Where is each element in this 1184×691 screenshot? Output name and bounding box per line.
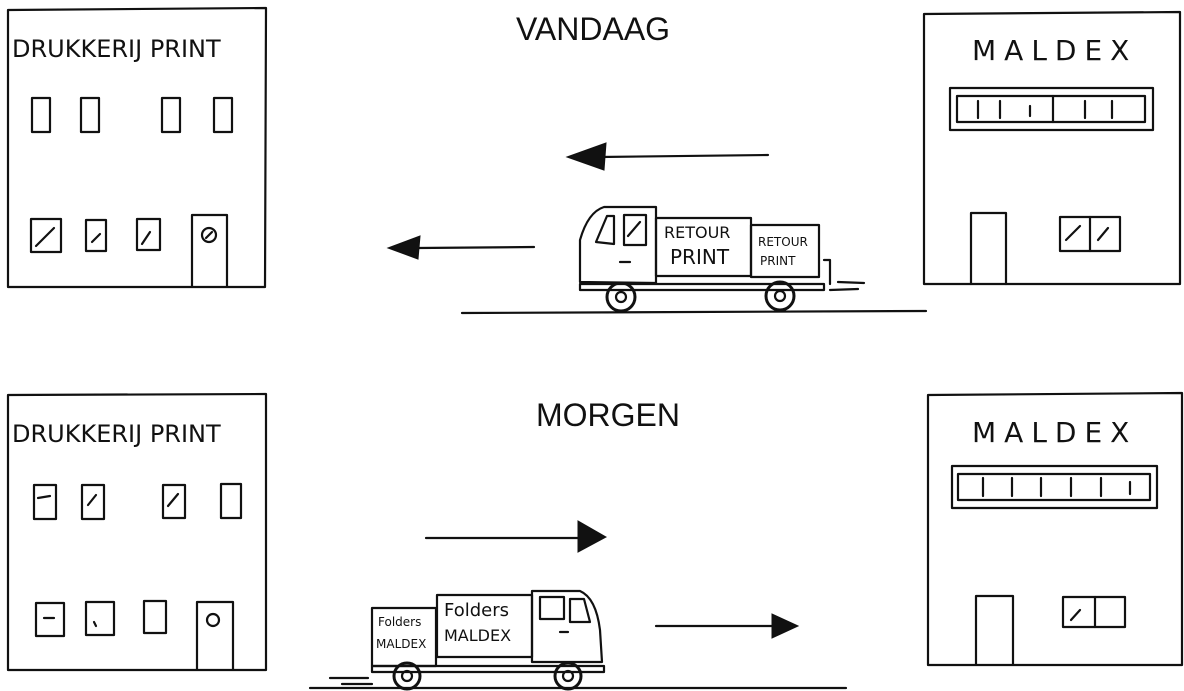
client-building-tomorrow: MALDEX bbox=[926, 391, 1184, 667]
arrow-right-lower-tomorrow bbox=[654, 613, 800, 639]
shop-window-today bbox=[948, 86, 1155, 132]
arrow-left-lower-today bbox=[386, 235, 536, 260]
printer-sign-tomorrow: DRUKKERIJ PRINT bbox=[12, 420, 221, 448]
client-sign-tomorrow: MALDEX bbox=[972, 416, 1137, 449]
client-building-today: MALDEX bbox=[922, 10, 1182, 286]
truck-label-front-1-tomorrow: Folders bbox=[444, 600, 509, 621]
truck-today: RETOUR PRINT RETOUR PRINT bbox=[578, 205, 866, 313]
printer-sign-today: DRUKKERIJ PRINT bbox=[12, 35, 221, 63]
truck-label-front-2-today: PRINT bbox=[670, 245, 730, 269]
truck-label-back-1-today: RETOUR bbox=[758, 235, 808, 249]
arrow-right-upper-tomorrow bbox=[424, 520, 608, 553]
truck-label-front-2-tomorrow: MALDEX bbox=[444, 626, 511, 645]
title-tomorrow: MORGEN bbox=[536, 397, 680, 433]
windows-upper-today bbox=[30, 96, 234, 134]
printer-building-today: DRUKKERIJ PRINT bbox=[6, 6, 268, 289]
door-tomorrow bbox=[195, 600, 235, 671]
door-client-tomorrow bbox=[974, 594, 1015, 666]
window-client-today bbox=[1058, 215, 1122, 253]
printer-building-tomorrow: DRUKKERIJ PRINT bbox=[6, 392, 268, 672]
window-client-tomorrow bbox=[1061, 595, 1127, 629]
truck-tomorrow: Folders MALDEX Folders MALDEX bbox=[328, 589, 606, 691]
windows-lower-tomorrow bbox=[34, 599, 168, 638]
truck-label-back-1-tomorrow: Folders bbox=[378, 615, 421, 629]
title-today: VANDAAG bbox=[516, 11, 670, 47]
windows-upper-tomorrow bbox=[32, 482, 243, 521]
shop-window-tomorrow bbox=[950, 464, 1159, 510]
door-today bbox=[190, 213, 229, 288]
truck-label-front-1-today: RETOUR bbox=[664, 223, 730, 242]
road-today bbox=[460, 309, 928, 315]
truck-label-back-2-today: PRINT bbox=[760, 254, 796, 268]
truck-label-back-2-tomorrow: MALDEX bbox=[376, 637, 426, 651]
arrow-left-upper-today bbox=[565, 142, 770, 171]
windows-lower-today bbox=[29, 217, 162, 254]
client-sign-today: MALDEX bbox=[972, 34, 1137, 67]
door-client-today bbox=[969, 211, 1008, 286]
